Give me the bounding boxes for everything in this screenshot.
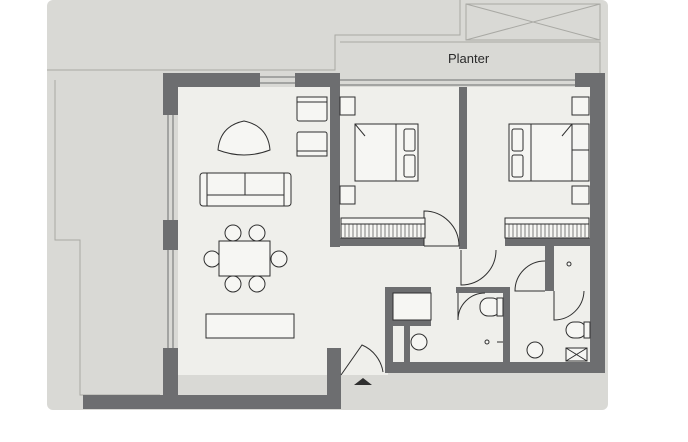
wardrobe-1 bbox=[340, 217, 426, 239]
skylight bbox=[465, 3, 601, 41]
bed-2 bbox=[508, 123, 590, 182]
door-swing-icon bbox=[340, 210, 585, 376]
bedroom-2-furniture bbox=[504, 96, 590, 239]
utility-box bbox=[565, 347, 588, 362]
basin-2 bbox=[526, 341, 544, 359]
toilet-1 bbox=[479, 297, 504, 317]
bathroom-fixtures bbox=[392, 261, 591, 362]
kitchenette-unit bbox=[392, 292, 432, 321]
media-console bbox=[205, 313, 295, 339]
bed-1 bbox=[354, 123, 419, 182]
shower-head-icon bbox=[484, 339, 503, 345]
wardrobe-2-hatch bbox=[508, 224, 586, 237]
lounge-chairs bbox=[296, 96, 328, 157]
living-furniture bbox=[199, 96, 328, 339]
walls bbox=[83, 73, 605, 409]
ottoman bbox=[217, 120, 271, 156]
entrance-arrow-icon bbox=[354, 378, 372, 385]
bedroom-1-furniture bbox=[339, 96, 426, 239]
toilet-2 bbox=[565, 321, 591, 339]
dining-set bbox=[203, 224, 288, 293]
basin-1 bbox=[410, 333, 428, 351]
door-swings bbox=[340, 210, 585, 376]
planter-label: Planter bbox=[448, 51, 490, 66]
windows bbox=[167, 76, 575, 348]
wardrobe-1-hatch bbox=[344, 224, 422, 237]
wardrobe-2 bbox=[504, 217, 590, 239]
sofa bbox=[199, 172, 292, 207]
shower-drain bbox=[566, 261, 572, 267]
